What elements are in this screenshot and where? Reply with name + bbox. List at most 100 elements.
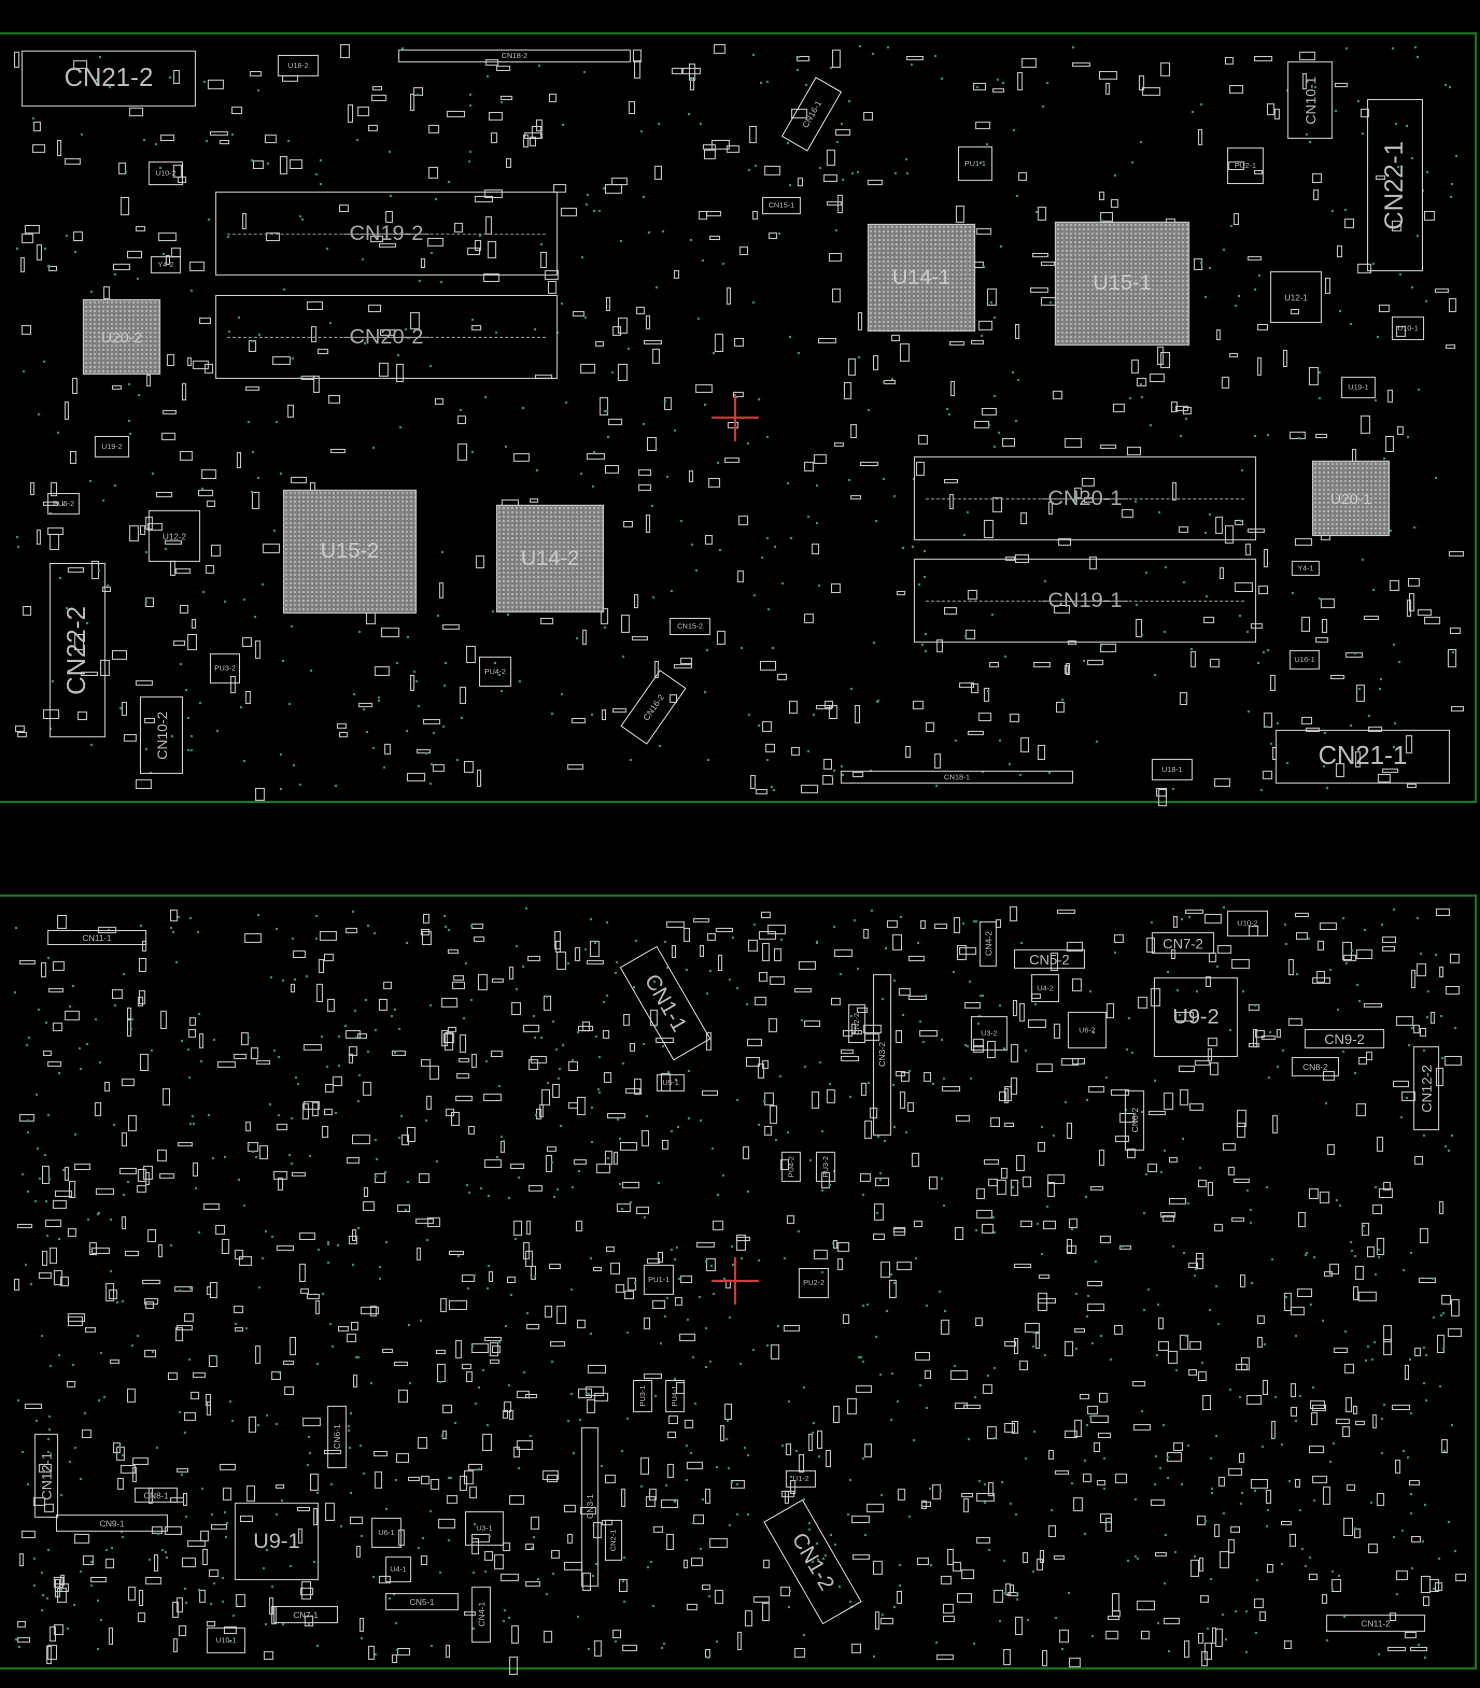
smd-pad	[941, 1086, 960, 1092]
chip-u3-2[interactable]: U3-2	[970, 1016, 1008, 1051]
bga-u20-1[interactable]: U20-1	[1312, 460, 1390, 537]
connector-cn6-1[interactable]: CN6-1	[327, 1405, 347, 1469]
chip-pu3-1[interactable]: PU3-1	[632, 1379, 653, 1413]
smd-pad	[1295, 932, 1308, 940]
crystal-y4-2[interactable]: Y4-2	[150, 256, 181, 274]
chip-pu1-1[interactable]: PU1-1	[957, 146, 993, 181]
connector-cn6-2[interactable]: CN6-2	[1124, 1090, 1145, 1151]
via	[1126, 1048, 1129, 1051]
via	[1357, 100, 1360, 103]
slot-cn19-2[interactable]: CN19-2	[215, 191, 558, 276]
slot-cn19-1[interactable]: CN19-1	[913, 558, 1257, 643]
chip-u5-1[interactable]: U5-1	[656, 1074, 685, 1092]
connector-cn7-1[interactable]: CN7-1	[273, 1605, 338, 1624]
bga-u20-2[interactable]: U20-2	[82, 299, 161, 375]
connector-cn21-2[interactable]: CN21-2	[21, 50, 196, 107]
chip-u4-1[interactable]: U4-1	[385, 1556, 412, 1583]
chip-pu1-1-bottom[interactable]: PU1-1	[643, 1264, 674, 1295]
chip-u12-1[interactable]: U12-1	[1270, 271, 1322, 323]
via	[891, 1372, 894, 1375]
chip-pu3-2[interactable]: PU3-2	[815, 1151, 836, 1182]
connector-cn11-1[interactable]: CN11-1	[47, 930, 147, 946]
chip-u19-1[interactable]: U19-1	[1341, 376, 1376, 399]
connector-cn12-2[interactable]: CN12-2	[1413, 1046, 1440, 1131]
connector-cn5-1[interactable]: CN5-1	[385, 1593, 459, 1611]
bga-u15-2[interactable]: U15-2	[283, 489, 417, 614]
chip-pu5-2[interactable]: PU5-2	[47, 492, 80, 515]
smd-pad	[437, 1518, 456, 1529]
via	[1380, 923, 1383, 926]
chip-pu4-2[interactable]: PU4-2	[781, 1151, 801, 1182]
connector-cn3-2[interactable]: CN3-2	[872, 974, 892, 1136]
via	[818, 166, 822, 169]
chip-u18-2[interactable]: U18-2	[277, 54, 319, 77]
connector-cn4-2[interactable]: CN4-2	[979, 921, 997, 967]
crystal-y4-1[interactable]: Y4-1	[1291, 560, 1320, 576]
connector-cn22-1[interactable]: CN22-1	[1367, 99, 1424, 272]
chip-u10-2-bottom[interactable]: U10-2	[1227, 910, 1268, 937]
connector-cn18-1[interactable]: CN18-1	[840, 770, 1074, 784]
via	[354, 1009, 357, 1012]
connector-cn8-2[interactable]: CN8-2	[1291, 1057, 1340, 1077]
connector-cn10-1[interactable]: CN10-1	[1287, 61, 1333, 139]
connector-cn2-1[interactable]: CN2-1	[604, 1519, 623, 1561]
bga-u14-2[interactable]: U14-2	[496, 504, 604, 613]
connector-cn7-2[interactable]: CN7-2	[1151, 932, 1215, 954]
chip-u12-2[interactable]: U12-2	[148, 510, 201, 562]
via	[787, 1130, 790, 1134]
chip-u16-1[interactable]: U16-1	[1289, 650, 1320, 670]
chip-pu3-2[interactable]: PU3-2	[209, 653, 241, 684]
connector-cn4-1[interactable]: CN4-1	[471, 1586, 491, 1643]
chip-pu2-1[interactable]: PU2-1	[1227, 147, 1264, 185]
connector-cn15-1[interactable]: CN15-1	[762, 196, 801, 215]
connector-cn18-2[interactable]: CN18-2	[398, 49, 631, 63]
connector-cn22-2[interactable]: CN22-2	[49, 562, 106, 738]
smd-pad	[111, 649, 127, 660]
chip-pu4-1[interactable]: PU4-1	[665, 1379, 685, 1413]
connector-cn9-1[interactable]: CN9-1	[55, 1514, 168, 1532]
via	[910, 63, 913, 66]
slot-cn20-2[interactable]: CN20-2	[215, 294, 558, 379]
connector-cn10-2[interactable]: CN10-2	[139, 696, 183, 774]
chip-u10-2[interactable]: U10-2	[148, 161, 183, 186]
chip-u3-1[interactable]: U3-1	[465, 1511, 504, 1546]
smd-pad	[950, 1370, 968, 1380]
chip-pu2-2[interactable]: PU2-2	[798, 1267, 829, 1299]
connector-cn11-2[interactable]: CN11-2	[1326, 1614, 1426, 1632]
smd-pad	[1383, 1182, 1391, 1191]
chip-u10-1-bottom[interactable]: U10-1	[206, 1627, 246, 1654]
connector-cn3-1[interactable]: CN3-1	[581, 1427, 599, 1587]
chip-u19-2[interactable]: U19-2	[94, 435, 130, 458]
via	[948, 413, 951, 416]
chip-u1-2[interactable]: U1-2	[785, 1470, 816, 1488]
via	[99, 1351, 102, 1354]
connector-cn21-1[interactable]: CN21-1	[1275, 729, 1450, 784]
chip-u9-2[interactable]: U9-2	[1153, 977, 1238, 1058]
chip-u6-1[interactable]: U6-1	[371, 1517, 402, 1548]
chip-u6-2[interactable]: U6-2	[1067, 1011, 1107, 1049]
smd-pad	[1382, 1324, 1392, 1342]
chip-u9-1[interactable]: U9-1	[234, 1502, 319, 1581]
connector-cn15-2[interactable]: CN15-2	[669, 617, 711, 636]
connector-cn2-2[interactable]: CN2-2	[848, 1004, 866, 1044]
smd-pad	[1343, 1517, 1353, 1536]
connector-cn12-1[interactable]: CN12-1	[34, 1433, 59, 1518]
slot-cn20-1[interactable]: CN20-1	[913, 456, 1257, 541]
chip-pu4-2[interactable]: PU4-2	[478, 656, 512, 687]
connector-cn9-2[interactable]: CN9-2	[1304, 1029, 1385, 1049]
chip-u18-1[interactable]: U18-1	[1151, 758, 1193, 781]
via	[397, 1136, 400, 1139]
chip-u10-1[interactable]: U10-1	[1391, 316, 1425, 341]
bga-u14-1[interactable]: U14-1	[867, 223, 976, 332]
smd-pad	[1247, 256, 1262, 261]
smd-pad	[1067, 640, 1077, 646]
chip-u4-2[interactable]: U4-2	[1031, 974, 1060, 1003]
connector-cn5-2[interactable]: CN5-2	[1013, 949, 1086, 969]
smd-pad	[198, 1033, 203, 1049]
smd-pad	[54, 1190, 73, 1197]
smd-pad	[447, 1495, 458, 1505]
connector-cn8-1[interactable]: CN8-1	[134, 1487, 178, 1503]
via	[929, 1564, 932, 1567]
bga-u15-1[interactable]: U15-1	[1054, 221, 1190, 346]
